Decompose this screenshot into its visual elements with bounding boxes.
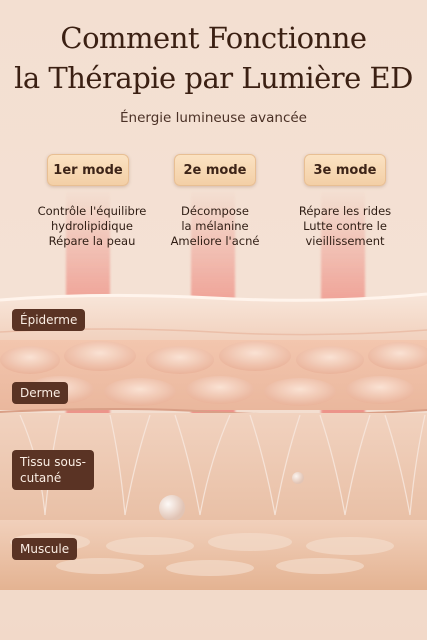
page-title-line-1: Comment Fonctionne [60, 21, 367, 55]
mode-3-description: Répare les rides Lutte contre le vieilli… [280, 204, 410, 249]
mode-3-desc-line: Lutte contre le [303, 219, 387, 233]
layer-label-epidermis: Épiderme [12, 309, 86, 331]
layer-label-subcutaneous-line2: cutané [20, 471, 62, 485]
mode-3-desc-line: vieillissement [305, 234, 385, 248]
mode-3-pill: 3e mode [304, 154, 386, 186]
mode-2-desc-line: la mélanine [181, 219, 249, 233]
subtitle: Énergie lumineuse avancée [119, 110, 307, 126]
mode-1-desc-line: Contrôle l'équilibre [37, 204, 147, 218]
skin-cross-section [0, 292, 427, 590]
mode-3-desc-line: Répare les rides [298, 204, 392, 218]
mode-1-description: Contrôle l'équilibre hydrolipidique Répa… [27, 204, 157, 249]
layer-label-subcutaneous: Tissu sous- cutané [12, 450, 94, 490]
page-title-line-2: la Thérapie par Lumière ED [14, 61, 413, 95]
mode-2-desc-line: Ameliore l'acné [170, 234, 260, 248]
mode-1-desc-line: hydrolipidique [51, 219, 133, 233]
layer-label-muscle: Muscule [12, 538, 78, 560]
mode-1-desc-line: Répare la peau [48, 234, 136, 248]
mode-1-pill: 1er mode [47, 154, 129, 186]
layer-label-dermis: Derme [12, 382, 69, 404]
mode-2-desc-line: Décompose [181, 204, 249, 218]
mode-2-description: Décompose la mélanine Ameliore l'acné [150, 204, 280, 249]
layer-label-subcutaneous-line1: Tissu sous- [20, 455, 86, 469]
mode-2-pill: 2e mode [174, 154, 256, 186]
